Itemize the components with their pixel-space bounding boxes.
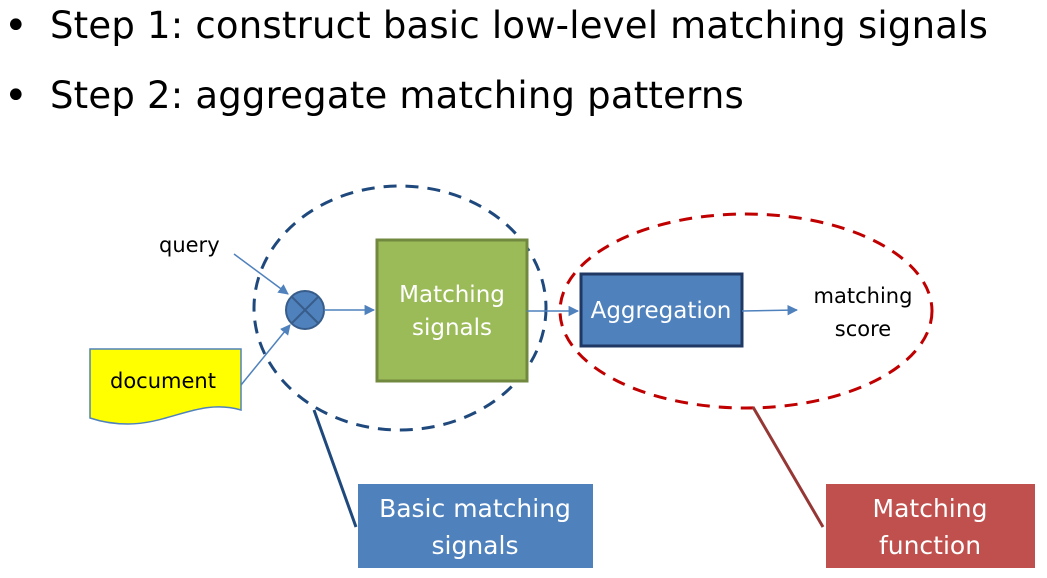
aggregation-label: Aggregation [591, 298, 732, 324]
basic-callout-line1: Basic matching [379, 494, 571, 523]
matching-score-line2: score [835, 317, 891, 341]
query-label: query [159, 233, 220, 257]
basic-callout-line2: signals [432, 531, 519, 560]
bullet-marker: • [4, 73, 28, 119]
basic-signals-callout [358, 484, 593, 568]
matching-function-ellipse [558, 212, 934, 410]
basic-callout-connector [312, 409, 358, 528]
bullet-text: Step 1: construct basic low-level matchi… [50, 4, 989, 47]
query-arrow [233, 253, 289, 295]
bullet-marker: • [4, 3, 28, 49]
function-callout-line1: Matching [873, 494, 988, 523]
combine-operator-icon [285, 290, 325, 330]
matching-signals-box [375, 238, 529, 383]
aggregation-to-score-arrow [741, 304, 799, 316]
matching-signals-line2: signals [412, 315, 492, 341]
bullet-text: Step 2: aggregate matching patterns [50, 74, 744, 117]
basic-signals-ellipse [252, 184, 548, 432]
matching-score-line1: matching [814, 284, 913, 308]
document-shape [89, 348, 242, 425]
matching-function-callout [826, 484, 1035, 568]
document-label: document [110, 369, 216, 393]
function-callout-line2: function [879, 531, 981, 560]
aggregation-box [579, 272, 744, 348]
document-arrow [240, 324, 291, 386]
function-callout-connector [751, 406, 825, 528]
matching-signals-line1: Matching [399, 282, 505, 308]
